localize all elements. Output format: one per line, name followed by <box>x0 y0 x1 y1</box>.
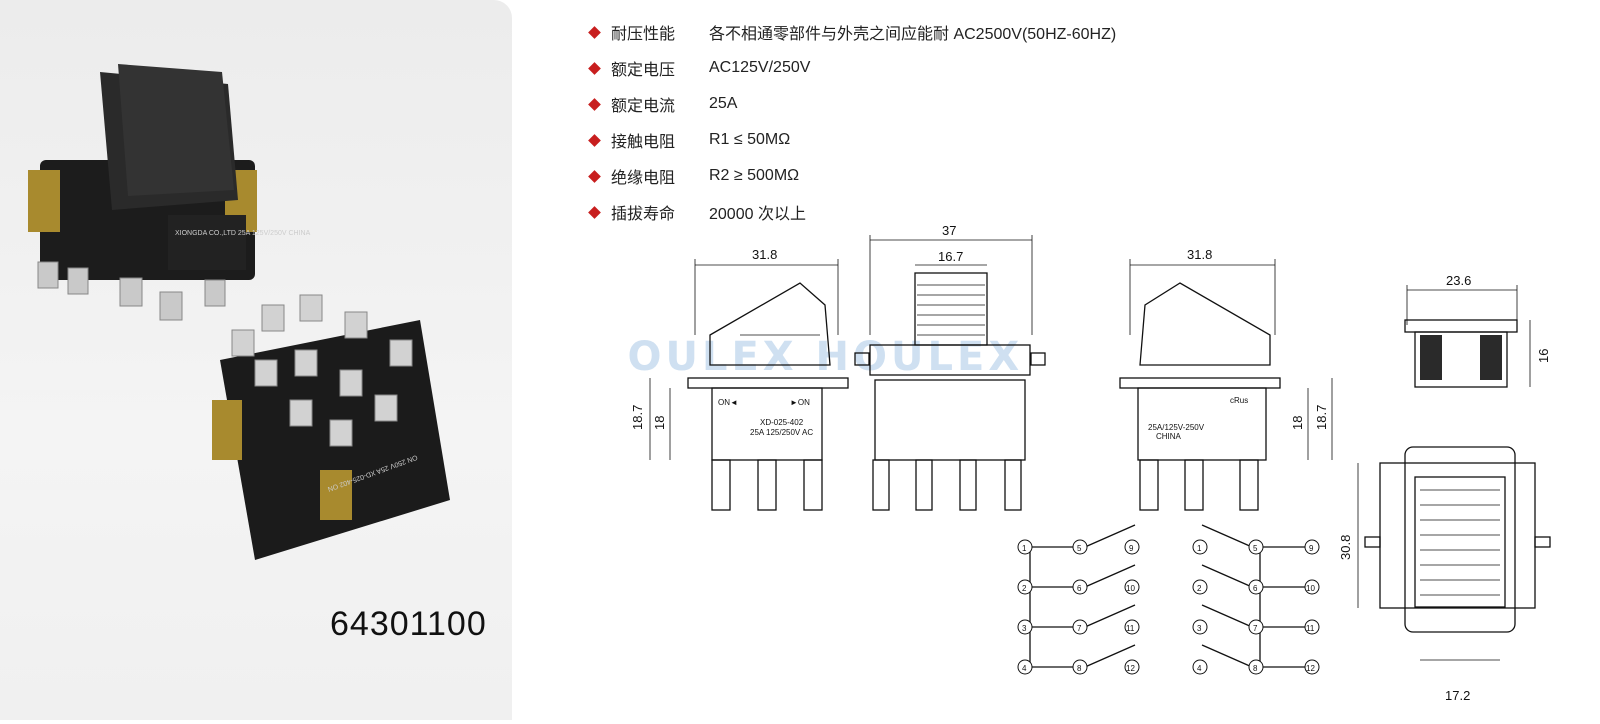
spec-label: 额定电压 <box>611 60 676 79</box>
spec-label: 插拔寿命 <box>611 204 676 223</box>
terminal-label: 1 <box>1197 544 1202 553</box>
dim-front-height-outer: 18.7 <box>630 405 645 430</box>
front-rating: 25A 125/250V AC <box>750 428 813 437</box>
bullet-diamond-icon <box>588 97 601 111</box>
front-on-right: ►ON <box>790 398 810 407</box>
dim-back-height-inner: 18 <box>1290 416 1305 430</box>
back-origin: CHINA <box>1156 432 1182 441</box>
terminal-label: 3 <box>1197 624 1202 633</box>
dim-front-width: 31.8 <box>752 247 777 262</box>
product-photo-panel: XIONGDA CO.,LTD 25A 125V/250V CHINA <box>0 0 512 720</box>
dim-back-width: 31.8 <box>1187 247 1212 262</box>
dim-back-height-outer: 18.7 <box>1314 405 1329 430</box>
spec-value: 各不相通零部件与外壳之间应能耐 AC2500V(50HZ-60HZ) <box>709 26 1117 43</box>
dim-side-button: 16.7 <box>938 249 963 264</box>
spec-label: 接触电阻 <box>611 132 676 151</box>
terminal-label: 9 <box>1129 544 1134 553</box>
terminal-label: 4 <box>1022 664 1027 673</box>
bottom-view: 30.8 17.2 <box>1338 446 1551 703</box>
terminal-label: 8 <box>1077 664 1082 673</box>
spec-row: 绝缘电阻 R2 ≥ 500MΩ <box>588 158 1116 194</box>
terminal-label: 10 <box>1306 584 1315 593</box>
bullet-diamond-icon <box>588 61 601 75</box>
back-cert: cRus <box>1230 396 1248 405</box>
spec-list: 耐压性能 各不相通零部件与外壳之间应能耐 AC2500V(50HZ-60HZ) 额… <box>588 14 1117 230</box>
wiring-schematic-right: 1 2 3 4 5 6 7 8 9 10 11 12 <box>1192 524 1320 675</box>
dim-bottom-height: 30.8 <box>1338 535 1353 560</box>
terminal-label: 11 <box>1306 624 1315 633</box>
terminal-label: 5 <box>1253 544 1258 553</box>
switch-photo-bottom: ON 250V 25A XD-025-402 ON <box>212 294 450 560</box>
spec-label: 绝缘电阻 <box>611 168 676 187</box>
spec-value: AC125V/250V <box>709 59 811 76</box>
terminal-label: 6 <box>1253 584 1258 593</box>
spec-row: 插拔寿命 20000 次以上 <box>588 194 1116 230</box>
back-view: 31.8 cRus 25A/125V-250V CHINA 18 18.7 <box>1119 247 1333 511</box>
terminal-label: 8 <box>1253 664 1258 673</box>
spec-value: 20000 次以上 <box>709 206 806 223</box>
terminal-label: 3 <box>1022 624 1027 633</box>
terminal-label: 7 <box>1253 624 1258 633</box>
spec-row: 额定电流 25A <box>588 86 1116 122</box>
spec-value: R2 ≥ 500MΩ <box>709 167 800 184</box>
bullet-diamond-icon <box>588 25 601 39</box>
spec-value: 25A <box>709 95 738 112</box>
spec-row: 额定电压 AC125V/250V <box>588 50 1116 86</box>
watermark: HOULEX HOULEX <box>620 334 1023 380</box>
terminal-label: 6 <box>1077 584 1082 593</box>
back-rating: 25A/125V-250V <box>1148 423 1205 432</box>
spec-label: 耐压性能 <box>611 24 676 43</box>
front-view: 31.8 ON◄ ►ON XD-025-402 25A 125/250V AC … <box>630 247 849 511</box>
dim-front-height-inner: 18 <box>652 416 667 430</box>
product-code: 64301100 <box>330 605 487 643</box>
technical-drawing: HOULEX HOULEX 31.8 ON◄ ►ON XD-025-402 25… <box>620 223 1551 703</box>
terminal-label: 7 <box>1077 624 1082 633</box>
terminal-label: 5 <box>1077 544 1082 553</box>
spec-label: 额定电流 <box>611 96 676 115</box>
front-on-left: ON◄ <box>718 398 738 407</box>
terminal-label: 2 <box>1197 584 1202 593</box>
terminal-label: 10 <box>1126 584 1135 593</box>
wiring-schematic-left: 1 2 3 4 5 6 7 8 9 10 11 12 <box>1017 524 1140 675</box>
terminal-label: 9 <box>1309 544 1314 553</box>
dim-top-height: 16 <box>1536 349 1551 363</box>
product-photo-illustration: XIONGDA CO.,LTD 25A 125V/250V CHINA <box>28 64 450 560</box>
dim-top-width: 23.6 <box>1446 273 1471 288</box>
terminal-label: 12 <box>1306 664 1315 673</box>
bullet-diamond-icon <box>588 133 601 147</box>
terminal-label: 4 <box>1197 664 1202 673</box>
switch-photo-body-text: XIONGDA CO.,LTD 25A 125V/250V CHINA <box>175 230 311 237</box>
terminal-label: 1 <box>1022 544 1027 553</box>
top-view: 23.6 16 <box>1404 273 1551 388</box>
bullet-diamond-icon <box>588 169 601 183</box>
front-model: XD-025-402 <box>760 418 804 427</box>
dim-bottom-width: 17.2 <box>1445 688 1470 703</box>
switch-photo-top: XIONGDA CO.,LTD 25A 125V/250V CHINA <box>28 64 311 321</box>
spec-row: 耐压性能 各不相通零部件与外壳之间应能耐 AC2500V(50HZ-60HZ) <box>588 14 1117 50</box>
terminal-label: 2 <box>1022 584 1027 593</box>
spec-row: 接触电阻 R1 ≤ 50MΩ <box>588 122 1116 158</box>
terminal-label: 12 <box>1126 664 1135 673</box>
spec-value: R1 ≤ 50MΩ <box>709 131 791 148</box>
side-view: 37 16.7 <box>854 223 1046 511</box>
dim-side-width: 37 <box>942 223 956 238</box>
terminal-label: 11 <box>1126 624 1135 633</box>
bullet-diamond-icon <box>588 205 601 219</box>
